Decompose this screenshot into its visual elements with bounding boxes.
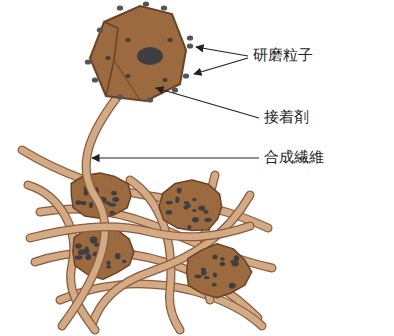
fiber-outline — [130, 180, 180, 330]
abrasive-particle — [201, 268, 206, 272]
abrasive-particle — [105, 56, 110, 60]
abrasive-particle — [192, 217, 199, 222]
abrasive-particle — [166, 210, 172, 215]
abrasive-particle — [199, 206, 206, 211]
abrasive-particle — [147, 97, 153, 102]
abrasive-particle — [192, 209, 196, 212]
adhesive-clump — [187, 244, 252, 298]
part-label: 研磨粒子 — [252, 46, 314, 64]
abrasive-particle — [184, 205, 189, 210]
abrasive-particle — [75, 200, 81, 205]
abrasive-particle — [192, 198, 197, 201]
abrasive-particle — [85, 254, 91, 260]
abrasive-particle — [212, 283, 217, 287]
abrasive-particle — [97, 27, 103, 32]
abrasive-particle — [234, 255, 240, 261]
abrasive-particle — [82, 249, 90, 254]
abrasive-particle — [109, 211, 115, 215]
abrasive-particle — [117, 94, 123, 99]
abrasive-particle — [229, 283, 235, 289]
part-label: 合成繊維 — [263, 148, 325, 166]
abrasive-particle — [90, 238, 97, 244]
abrasive-particle — [75, 255, 83, 259]
abrasive-particle — [117, 5, 123, 10]
adhesive-clump — [159, 180, 222, 230]
abrasive-particle — [106, 265, 111, 268]
abrasive-particle — [143, 1, 149, 6]
abrasive-particle — [111, 191, 117, 196]
abrasive-particle — [175, 197, 179, 203]
abrasive-particle — [162, 78, 167, 82]
abrasive-particle — [75, 243, 82, 249]
abrasive-particle — [177, 188, 182, 194]
abrasive-particle — [167, 38, 172, 42]
fiber-outline — [62, 96, 118, 326]
abrasive-particle — [194, 275, 202, 279]
abrasive-particle — [220, 257, 224, 261]
abrasive-particle — [187, 43, 193, 48]
abrasive-particle — [125, 38, 130, 42]
abrasive-particle — [183, 73, 189, 78]
abrasive-particle — [187, 225, 191, 229]
abrasive-particle — [89, 202, 93, 208]
fiber — [130, 180, 180, 330]
abrasive-particle — [105, 201, 111, 204]
part-label: 接着剤 — [263, 108, 310, 126]
fiber-outline — [30, 226, 250, 238]
abrasive-particle — [85, 59, 91, 64]
abrasive-particle — [213, 272, 217, 277]
abrasive-particle — [204, 218, 212, 222]
abrasive-grain — [85, 1, 193, 102]
abrasive-particle — [213, 254, 218, 259]
abrasive-particle — [125, 74, 130, 78]
fiber-strands — [22, 150, 272, 330]
abrasive-particle — [172, 87, 178, 92]
fiber — [30, 226, 250, 238]
abrasive-particle — [166, 201, 173, 205]
abrasive-particle — [204, 276, 210, 279]
fiber-strands — [30, 96, 250, 326]
abrasive-particle — [187, 35, 193, 40]
fiber — [62, 96, 118, 326]
abrasive-particle — [220, 262, 225, 266]
leader-lines — [92, 47, 259, 158]
abrasive-particle — [201, 271, 207, 276]
abrasive-particle — [122, 260, 126, 263]
abrasive-particle — [204, 210, 209, 214]
abrasive-particle — [232, 261, 239, 266]
abrasive-particle — [106, 261, 110, 266]
abrasive-particle — [115, 253, 121, 259]
abrasive-particle — [184, 201, 190, 205]
abrasive-particle — [161, 5, 167, 10]
abrasive-particle — [112, 197, 119, 202]
abrasive-particle — [92, 77, 98, 82]
